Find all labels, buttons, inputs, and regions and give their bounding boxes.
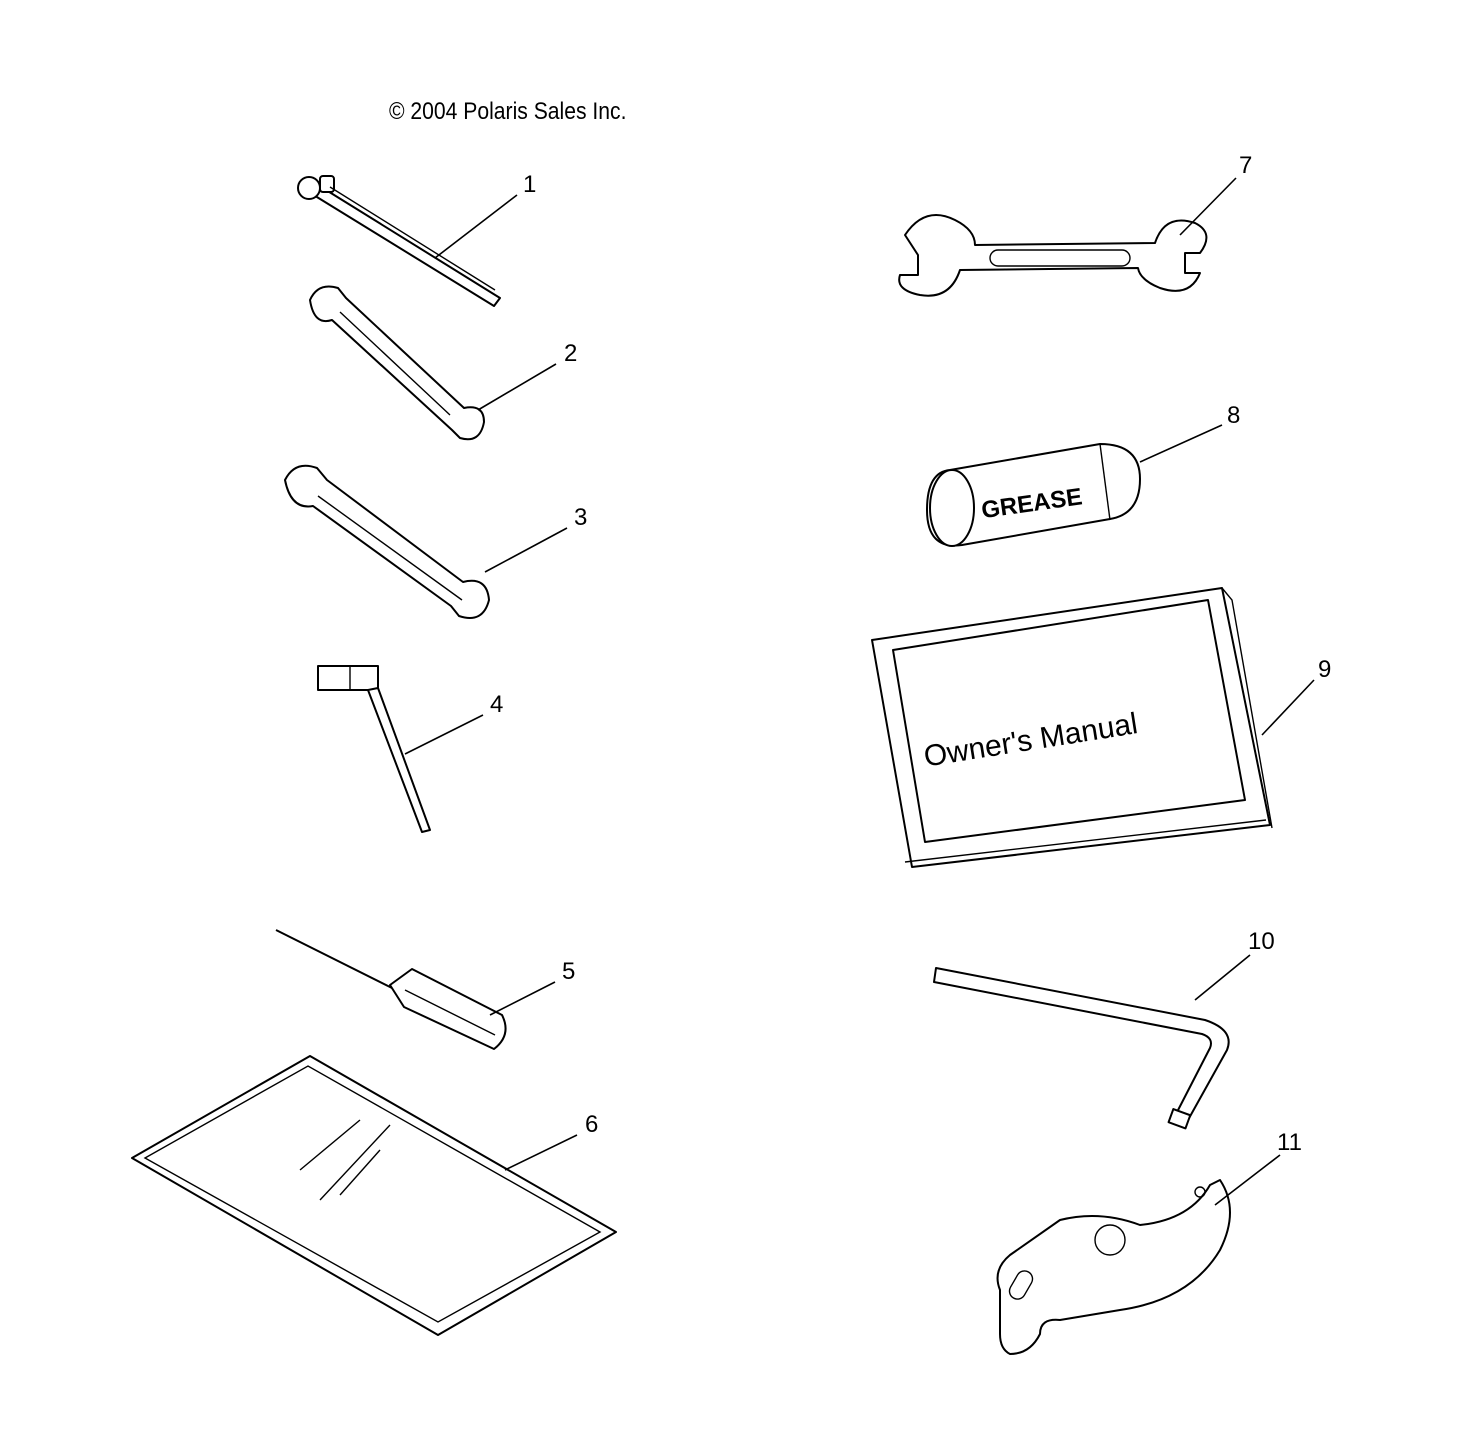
callout-3: 3 [574, 504, 587, 531]
part-9-owners-manual: Owner's Manual [871, 587, 1273, 868]
part-1-tire-pressure-gauge [297, 175, 501, 307]
part-3-wrench [284, 464, 490, 619]
copyright-notice: © 2004 Polaris Sales Inc. [389, 98, 627, 125]
part-6-pouch [131, 1055, 617, 1336]
callout-4: 4 [490, 691, 503, 718]
leader-lines [404, 177, 1315, 1206]
part-5-screwdriver [275, 929, 507, 1050]
callout-9: 9 [1318, 656, 1331, 683]
callout-1: 1 [523, 171, 536, 198]
part-11-spanner-wrench [996, 1179, 1231, 1355]
part-8-grease-tube: GREASE [926, 443, 1141, 547]
part-4-hex-key [317, 665, 431, 833]
callout-2: 2 [564, 340, 577, 367]
part-2-wrench [309, 285, 485, 441]
callout-11: 11 [1277, 1129, 1302, 1156]
callout-8: 8 [1227, 402, 1240, 429]
callout-7: 7 [1239, 152, 1252, 179]
part-10-l-wrench [933, 967, 1230, 1130]
callout-6: 6 [585, 1111, 598, 1138]
callout-5: 5 [562, 958, 575, 985]
callout-10: 10 [1248, 928, 1275, 955]
part-7-open-end-wrench [898, 214, 1208, 297]
